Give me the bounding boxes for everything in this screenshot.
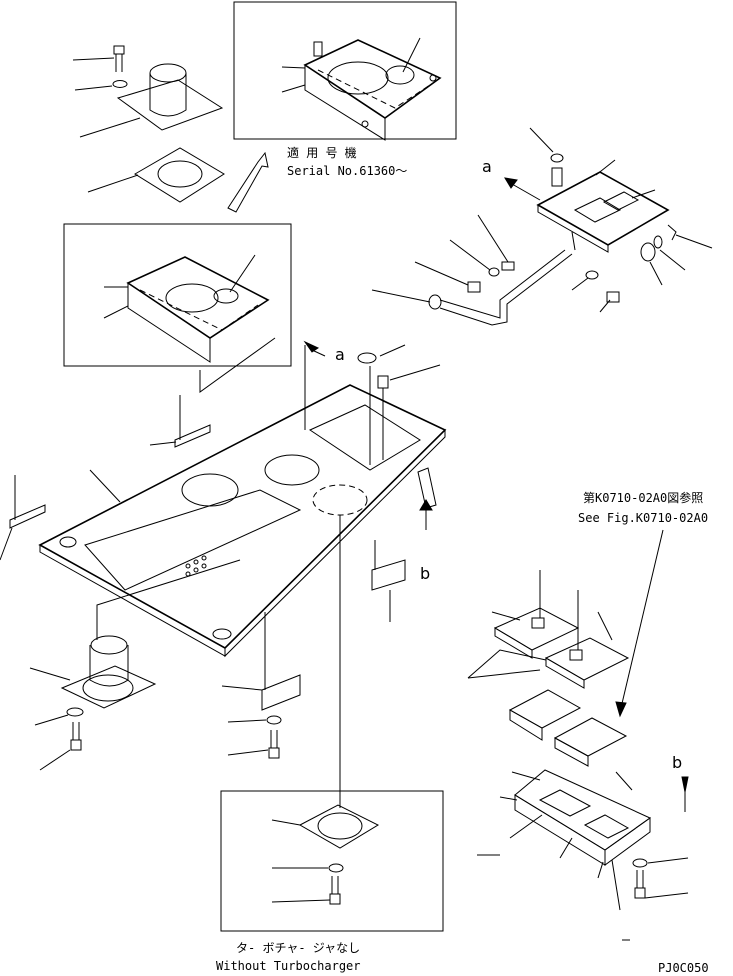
- bolt-head: [113, 45, 125, 55]
- battery-tray: [477, 769, 689, 941]
- mount-bracket-center: [221, 612, 301, 759]
- serial-note-en: Serial No.61360～: [287, 164, 407, 178]
- panel: [536, 171, 670, 246]
- plate-hole-2: [264, 454, 320, 486]
- inset-serial-variant: [233, 1, 457, 141]
- cover-plate-edge: [304, 64, 386, 141]
- cap-body: [149, 73, 187, 117]
- bracket: [313, 41, 323, 57]
- washer: [66, 707, 84, 717]
- left-bracket: [0, 475, 46, 561]
- inset-frame: [233, 1, 457, 140]
- cover-stack: [467, 570, 630, 767]
- nut: [357, 352, 377, 364]
- bolt-head: [70, 739, 82, 751]
- fitting: [501, 261, 515, 271]
- variant-arrow: [227, 151, 269, 213]
- cap-assembly-top: [72, 45, 225, 203]
- see-fig-note-jp: 第K0710-02A0図参照: [583, 490, 703, 505]
- inset-no-turbo: [220, 790, 444, 932]
- serial-note-jp: 適 用 号 機: [287, 145, 357, 160]
- nut: [640, 242, 656, 262]
- tube: [439, 249, 566, 319]
- gasket: [385, 65, 415, 85]
- inset-frame-left: [63, 223, 292, 367]
- gasket-sheet: [134, 147, 225, 203]
- plate-hole-1: [181, 473, 239, 507]
- bolt: [467, 281, 481, 293]
- plate-sub-panel: [308, 404, 421, 471]
- cap-assembly-bottom: [29, 559, 241, 771]
- view-label-b-right: b: [672, 753, 682, 772]
- view-label-b-mid: b: [420, 564, 430, 583]
- view-label-a-mid: a: [335, 345, 345, 364]
- plate-panel: [84, 489, 302, 591]
- no-turbo-note-en: Without Turbocharger: [216, 959, 361, 973]
- cap-flange: [116, 79, 224, 131]
- view-label-a-top: a: [482, 157, 492, 176]
- cap-screw: [377, 375, 389, 389]
- panel-assembly-top-right: a: [371, 127, 713, 326]
- mount-bracket-right: [371, 540, 406, 622]
- small-bracket: [149, 395, 211, 448]
- clip: [667, 224, 677, 241]
- inset-plate-left: [63, 223, 292, 367]
- main-base-plate: [38, 384, 447, 658]
- plate-hole: [327, 61, 389, 95]
- washer: [653, 235, 663, 249]
- plate-hole-3: [312, 484, 368, 516]
- washer: [112, 80, 128, 88]
- inset-frame-bottom: [220, 790, 444, 932]
- no-turbo-note-jp: タ- ボチャ- ジャなし: [236, 941, 360, 955]
- hose: [417, 467, 437, 509]
- see-fig-note-en: See Fig.K0710-02A0: [578, 511, 708, 525]
- drawing-code: PJ0C050: [658, 961, 709, 975]
